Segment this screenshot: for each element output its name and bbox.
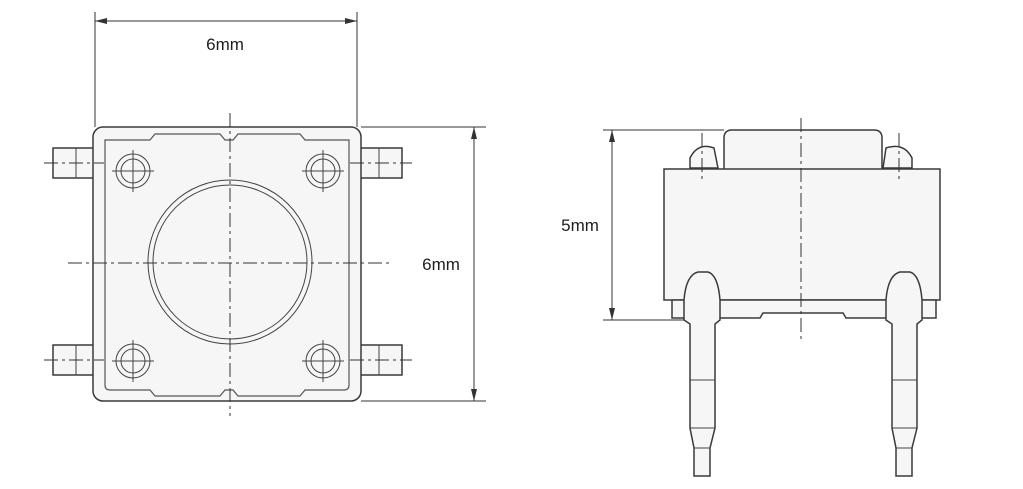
mounting-hole-top-right — [302, 150, 344, 192]
actuator-cap — [723, 129, 883, 170]
pin-right — [885, 271, 923, 477]
pin-left — [683, 271, 721, 477]
mounting-hole-bottom-left — [112, 340, 154, 382]
width-label: 6mm — [206, 35, 244, 54]
side-nub-left — [689, 145, 719, 169]
side-nub-right — [882, 145, 913, 169]
width-dimension — [94, 12, 358, 127]
height-label: 6mm — [422, 255, 460, 274]
mounting-hole-bottom-right — [302, 340, 344, 382]
mounting-hole-top-left — [112, 150, 154, 192]
top-view: 6mm 6mm — [44, 12, 486, 416]
side-height-dimension — [603, 129, 724, 321]
side-view: 5mm — [561, 118, 941, 477]
switch-body-inner — [104, 133, 350, 397]
height-dimension — [361, 126, 486, 402]
side-height-label: 5mm — [561, 216, 599, 235]
